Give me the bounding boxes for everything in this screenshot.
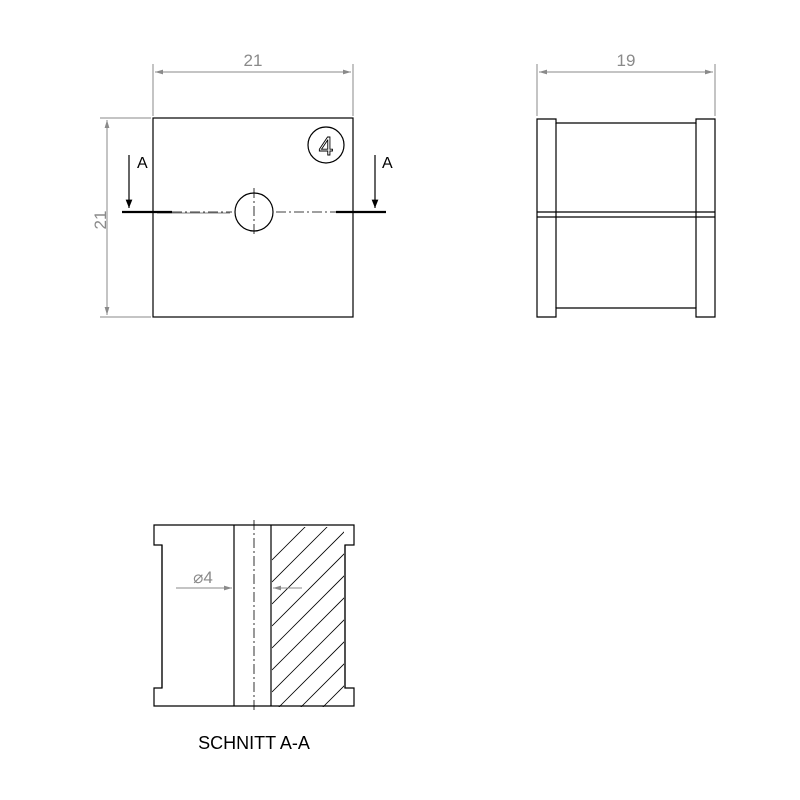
section-arrow-left: A xyxy=(125,155,148,208)
section-cut-line xyxy=(122,210,386,214)
part-number-circle xyxy=(307,126,345,164)
side-view-outline xyxy=(536,118,716,318)
front-height-value: 21 xyxy=(91,211,110,230)
section-arrow-right: A xyxy=(371,155,393,208)
section-view: ⌀4 SCHNITT A-A xyxy=(153,520,355,753)
section-label-right: A xyxy=(382,155,393,172)
hole-diameter-value: ⌀4 xyxy=(193,568,213,587)
side-view: 19 xyxy=(536,51,716,318)
section-hatching xyxy=(272,527,344,707)
front-width-value: 21 xyxy=(244,51,263,70)
section-caption: SCHNITT A-A xyxy=(198,733,310,753)
front-width-dimension: 21 xyxy=(152,51,354,116)
front-height-dimension: 21 xyxy=(91,117,151,318)
side-width-value: 19 xyxy=(617,51,636,70)
side-width-dimension: 19 xyxy=(536,51,716,116)
front-view: 21 21 4 A A xyxy=(91,51,393,318)
part-number: 4 xyxy=(319,131,333,161)
hole-diameter-dimension: ⌀4 xyxy=(176,568,302,591)
front-view-outline xyxy=(152,117,354,318)
section-label-left: A xyxy=(137,155,148,172)
